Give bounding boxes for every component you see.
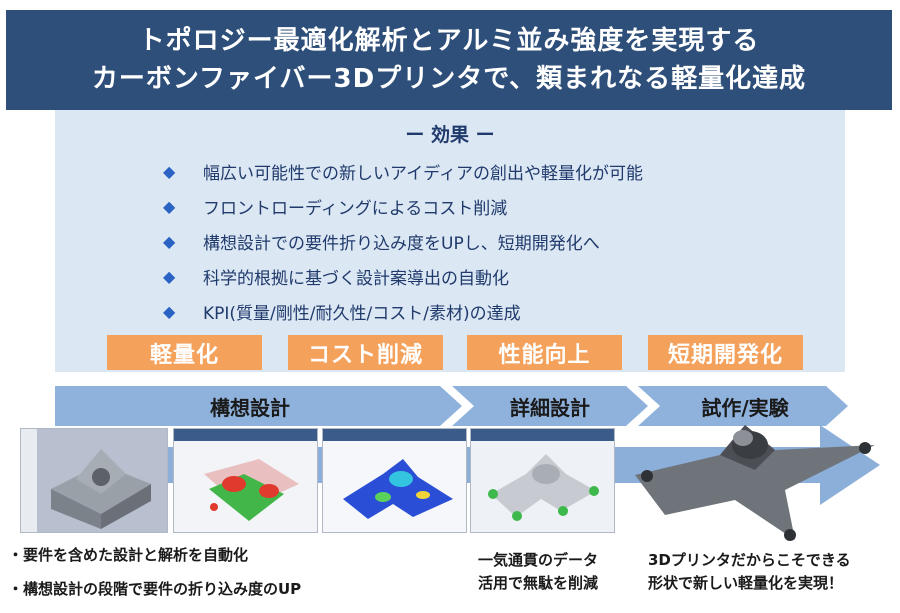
diamond-icon: ◆ (163, 232, 176, 251)
badge-lightweight: 軽量化 (107, 335, 262, 370)
phase-arrow-concept (55, 386, 462, 426)
note-3dprinter-line1: 3Dプリンタだからこそできる (648, 551, 851, 569)
note-requirements-up: ・構想設計の段階で要件の折り込み度のUP (8, 580, 302, 598)
list-item: ◆ 科学的根拠に基づく設計案導出の自動化 (163, 259, 643, 294)
header-title-line2: カーボンファイバー3Dプリンタで、類まれなる軽量化達成 (91, 64, 807, 94)
note-data-line2: 活用で無駄を削減 (478, 574, 599, 592)
list-item-label: 幅広い可能性での新しいアイディアの創出や軽量化が可能 (203, 164, 643, 184)
list-item-label: フロントローディングによるコスト削減 (203, 199, 508, 219)
list-item: ◆ 幅広い可能性での新しいアイディアの創出や軽量化が可能 (163, 154, 643, 189)
stress-analysis-screenshot (322, 428, 467, 533)
phase-arrow-prototype (638, 386, 848, 426)
detailed-design-screenshot (470, 428, 615, 533)
header-title-line1: トポロジー最適化解析とアルミ並み強度を実現する (138, 26, 760, 56)
diamond-icon: ◆ (163, 197, 176, 216)
diamond-icon: ◆ (163, 302, 176, 321)
diamond-icon: ◆ (163, 267, 176, 286)
list-item: ◆ KPI(質量/剛性/耐久性/コスト/素材)の達成 (163, 294, 643, 329)
list-item-label: KPI(質量/剛性/耐久性/コスト/素材)の達成 (203, 304, 521, 324)
effects-title: ー 効果 ー (405, 124, 495, 146)
badge-short-development: 短期開発化 (648, 335, 803, 370)
list-item: ◆ フロントローディングによるコスト削減 (163, 189, 643, 224)
topology-analysis-screenshot (173, 428, 318, 533)
phase-label-prototype: 試作/実験 (701, 396, 789, 420)
phase-label-detail: 詳細設計 (510, 396, 590, 420)
note-automation: ・要件を含めた設計と解析を自動化 (8, 546, 249, 564)
phase-arrow-detail (452, 386, 648, 426)
header-banner: トポロジー最適化解析とアルミ並み強度を実現する カーボンファイバー3Dプリンタで… (6, 10, 892, 110)
list-item-label: 科学的根拠に基づく設計案導出の自動化 (203, 269, 509, 289)
phase-arrows (55, 386, 848, 426)
effects-list: ◆ 幅広い可能性での新しいアイディアの創出や軽量化が可能 ◆ フロントローディングに… (163, 154, 643, 329)
printed-part-photo (635, 425, 875, 541)
phase-label-concept: 構想設計 (210, 396, 290, 420)
list-item: ◆ 構想設計での要件折り込み度をUPし、短期開発化へ (163, 224, 643, 259)
badge-cost-reduction: コスト削減 (288, 335, 443, 370)
list-item-label: 構想設計での要件折り込み度をUPし、短期開発化へ (203, 234, 600, 254)
note-3dprinter-line2: 形状で新しい軽量化を実現！ (648, 574, 844, 592)
diamond-icon: ◆ (163, 162, 176, 181)
cad-model-screenshot (20, 428, 168, 533)
note-data-line1: 一気通貫のデータ (478, 551, 599, 569)
effects-panel: ー 効果 ー ◆ 幅広い可能性での新しいアイディアの創出や軽量化が可能 ◆ フロント… (55, 110, 845, 372)
badge-performance: 性能向上 (467, 335, 622, 370)
